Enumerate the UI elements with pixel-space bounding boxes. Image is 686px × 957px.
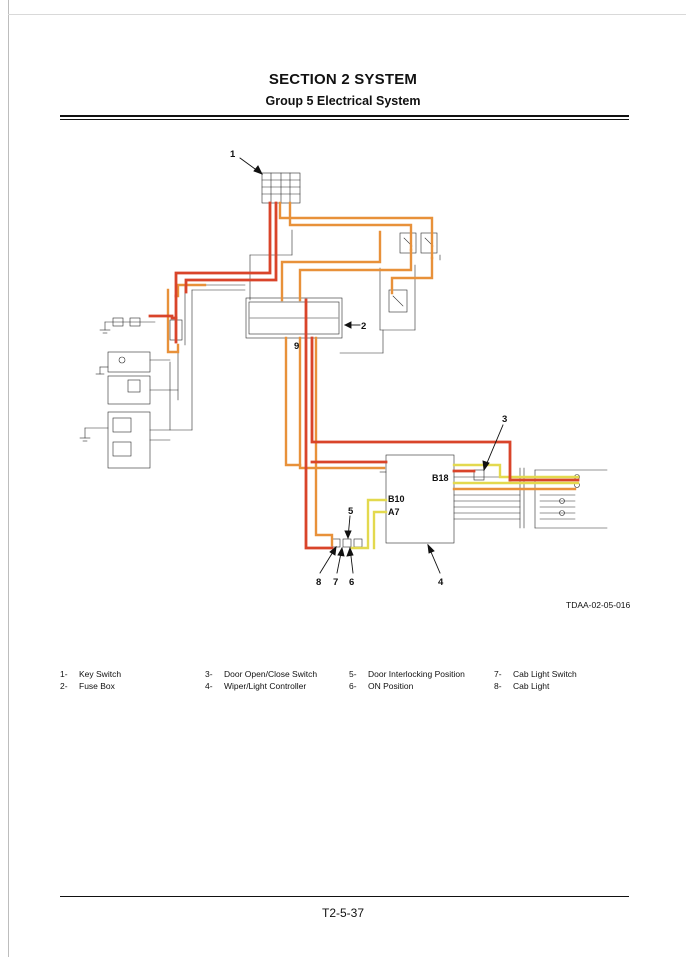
page-left-border [8,0,9,957]
fuse-box-body [245,297,343,339]
header-rule [60,115,629,117]
legend-item: 8-Cab Light [494,680,550,691]
callout-5: 5 [348,506,354,517]
wiring-diagram: 1 2 3 4 5 6 7 8 9 B18 B10 A7 [79,149,608,588]
connector-b10: B10 [388,494,405,504]
legend-column-2: 3-Door Open/Close Switch 4-Wiper/Light C… [205,669,317,692]
group-title: Group 5 Electrical System [265,94,421,108]
legend-item: 4-Wiper/Light Controller [205,680,307,691]
page-top-border [8,14,686,15]
legend-item: 3-Door Open/Close Switch [205,669,318,679]
legend-column-1: 1-Key Switch 2-Fuse Box [60,669,121,692]
legend-item: 6-ON Position [349,680,414,691]
footer-rule [60,896,629,897]
callout-8: 8 [316,577,321,588]
figure-id: TDAA-02-05-016 [566,600,631,610]
section-title: SECTION 2 SYSTEM [268,71,418,88]
connector-b18: B18 [432,473,449,483]
callout-2: 2 [361,321,366,332]
legend-item: 5-Door Interlocking Position [349,669,465,679]
connector-a7: A7 [388,507,400,517]
legend-item: 7-Cab Light Switch [494,669,577,679]
legend-item: 1-Key Switch [60,669,122,679]
header-rule-thin [60,119,629,120]
callout-1: 1 [230,149,236,160]
page-number: T2-5-37 [321,906,365,920]
callout-4: 4 [438,577,444,588]
legend-column-4: 7-Cab Light Switch 8-Cab Light [494,669,577,692]
callout-9: 9 [294,341,299,352]
callout-3: 3 [502,414,507,425]
legend-column-3: 5-Door Interlocking Position 6-ON Positi… [349,669,465,692]
legend-item: 2-Fuse Box [60,680,115,691]
callout-7: 7 [333,577,338,588]
callout-6: 6 [349,577,354,588]
